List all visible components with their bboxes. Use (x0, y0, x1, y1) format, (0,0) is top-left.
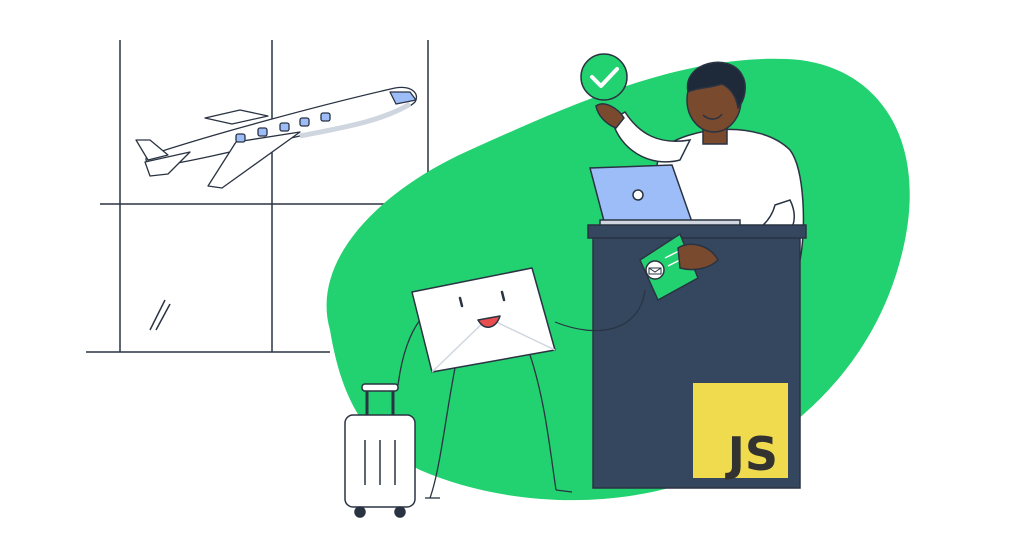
cable (554, 289, 646, 332)
js-logo: JS (693, 383, 788, 481)
passport-icon (639, 232, 719, 302)
js-logo-text: JS (725, 427, 778, 481)
laptop (589, 164, 741, 227)
airplane-icon (135, 86, 418, 189)
check-circle-icon (580, 53, 628, 101)
envelope-limbs (397, 319, 573, 499)
envelope-icon (411, 267, 556, 373)
suitcase-icon (344, 383, 416, 518)
